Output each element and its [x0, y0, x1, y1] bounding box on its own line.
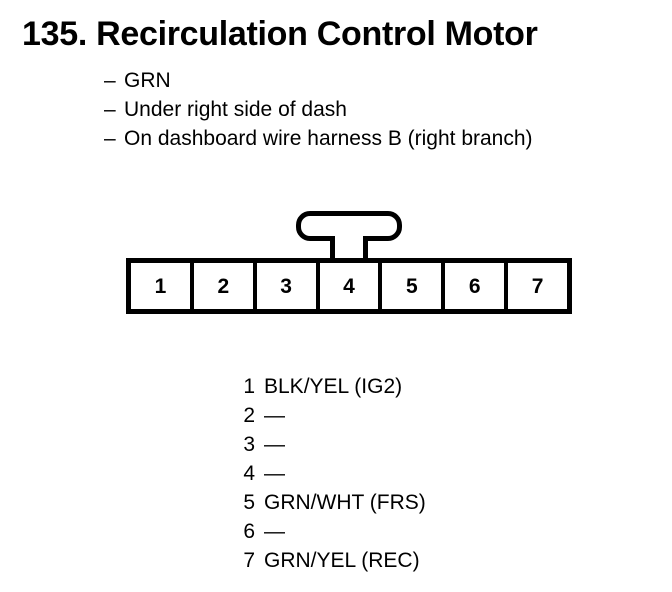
connector-pin-number: 6 — [468, 274, 481, 298]
list-item-label: Under right side of dash — [124, 98, 347, 121]
pin-legend-number: 5 — [243, 491, 255, 514]
dash-marker-icon: – — [104, 98, 116, 121]
pin-legend-label: — — [264, 433, 285, 456]
list-item: – On dashboard wire harness B (right bra… — [104, 124, 533, 153]
dash-marker-icon: – — [104, 69, 116, 92]
page-title: 135. Recirculation Control Motor — [22, 15, 538, 53]
connector-pin-cell: 5 — [382, 263, 446, 309]
pin-legend-row: 7 GRN/YEL (REC) — [238, 546, 426, 575]
connector-pin-number: 7 — [531, 274, 544, 298]
pin-legend-row: 5 GRN/WHT (FRS) — [238, 488, 426, 517]
pin-legend-number: 7 — [243, 549, 255, 572]
pin-legend-label: — — [264, 462, 285, 485]
connector-diagram: 1 2 3 4 5 6 7 — [126, 211, 572, 315]
list-item-label: On dashboard wire harness B (right branc… — [124, 127, 533, 150]
connector-housing: 1 2 3 4 5 6 7 — [126, 258, 572, 314]
pin-legend-number: 2 — [243, 404, 255, 427]
pin-legend-label: GRN/YEL (REC) — [264, 549, 420, 572]
list-item-label: GRN — [124, 69, 171, 92]
pin-legend-number: 6 — [243, 520, 255, 543]
pin-legend-label: GRN/WHT (FRS) — [264, 491, 426, 514]
connector-pin-cell: 6 — [445, 263, 509, 309]
pin-legend-number: 3 — [243, 433, 255, 456]
pin-legend-row: 6 — — [238, 517, 426, 546]
connector-pin-number: 5 — [406, 274, 418, 298]
pin-legend-row: 3 — — [238, 430, 426, 459]
list-item: – Under right side of dash — [104, 95, 533, 124]
pin-legend-row: 1 BLK/YEL (IG2) — [238, 372, 426, 401]
pin-legend-row: 4 — — [238, 459, 426, 488]
connector-pin-cell: 2 — [193, 263, 257, 309]
pin-legend-row: 2 — — [238, 401, 426, 430]
pin-legend: 1 BLK/YEL (IG2) 2 — 3 — 4 — 5 GRN/WHT (F… — [238, 372, 426, 575]
description-list: – GRN – Under right side of dash – On da… — [104, 66, 533, 153]
pin-legend-label: — — [264, 404, 285, 427]
connector-pin-number: 1 — [154, 274, 167, 298]
connector-pin-cell: 3 — [256, 263, 320, 309]
connector-pin-cell: 4 — [319, 263, 383, 309]
connector-pin-number: 3 — [280, 274, 292, 298]
connector-pin-number: 4 — [343, 274, 355, 298]
connector-pin-cell: 7 — [508, 263, 568, 309]
list-item: – GRN — [104, 66, 533, 95]
connector-pin-cell: 1 — [131, 263, 194, 309]
pin-legend-number: 1 — [243, 375, 255, 398]
pin-legend-label: — — [264, 520, 285, 543]
connector-pin-number: 2 — [217, 274, 230, 298]
dash-marker-icon: – — [104, 127, 116, 150]
pin-legend-label: BLK/YEL (IG2) — [264, 375, 403, 398]
pin-legend-number: 4 — [243, 462, 255, 485]
